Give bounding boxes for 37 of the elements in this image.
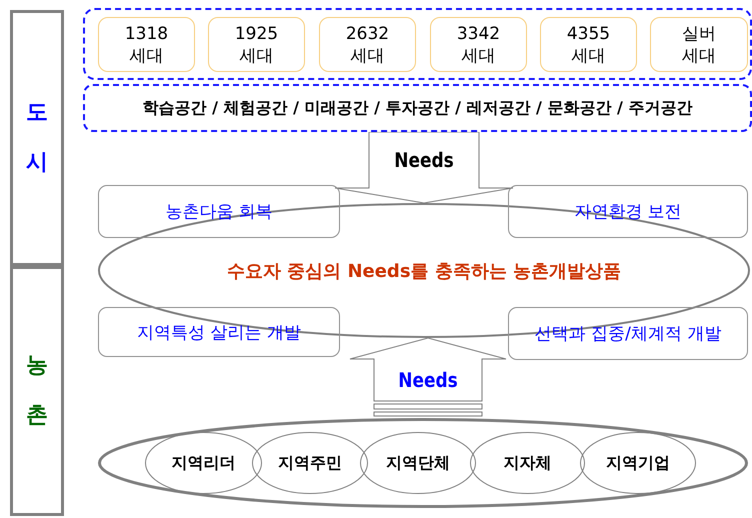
stakeholder-label: 지역리더	[172, 452, 236, 474]
goal-label: 지역특성 살리는 개발	[137, 322, 301, 344]
space-types-label: 학습공간 / 체험공간 / 미래공간 / 투자공간 / 레저공간 / 문화공간 / 주거공간	[142, 98, 692, 118]
goal-box	[508, 307, 748, 360]
generation-label: 실버 세대	[680, 22, 717, 66]
stakeholder-label: 지자체	[504, 452, 552, 474]
goal-label: 자연환경 보전	[574, 201, 682, 223]
product-label: 수요자 중심의 Needs를 충족하는 농촌개발상품	[226, 260, 622, 282]
side-label: 농 촌	[24, 352, 49, 430]
side-band	[10, 266, 64, 516]
goal-box	[98, 307, 340, 357]
generation-label: 3342 세대	[456, 22, 502, 66]
side-label: 도 시	[24, 99, 49, 177]
stakeholder-label: 지역단체	[386, 452, 450, 474]
generation-box	[650, 17, 748, 72]
edge-label: Needs	[394, 148, 454, 172]
goal-label: 선택과 집중/체계적 개발	[534, 323, 722, 345]
edge-label: Needs	[398, 368, 458, 392]
generation-label: 4355 세대	[566, 22, 612, 66]
generation-box	[430, 17, 527, 72]
generation-label: 1925 세대	[234, 22, 280, 66]
block-arrow	[350, 337, 506, 416]
generation-box	[208, 17, 305, 72]
generation-box	[319, 17, 416, 72]
generation-box	[98, 17, 195, 72]
goal-box	[508, 185, 748, 238]
goal-box	[98, 185, 340, 238]
side-band	[10, 10, 64, 266]
group-box	[83, 8, 752, 80]
stakeholder-label: 지역기업	[606, 452, 670, 474]
generation-label: 2632 세대	[344, 22, 390, 66]
stakeholder-label: 지역주민	[278, 452, 342, 474]
goal-label: 농촌다움 회복	[165, 201, 273, 223]
generation-label: 1318 세대	[124, 22, 170, 66]
space-box	[83, 84, 752, 132]
generation-box	[540, 17, 637, 72]
block-arrow	[334, 132, 514, 204]
